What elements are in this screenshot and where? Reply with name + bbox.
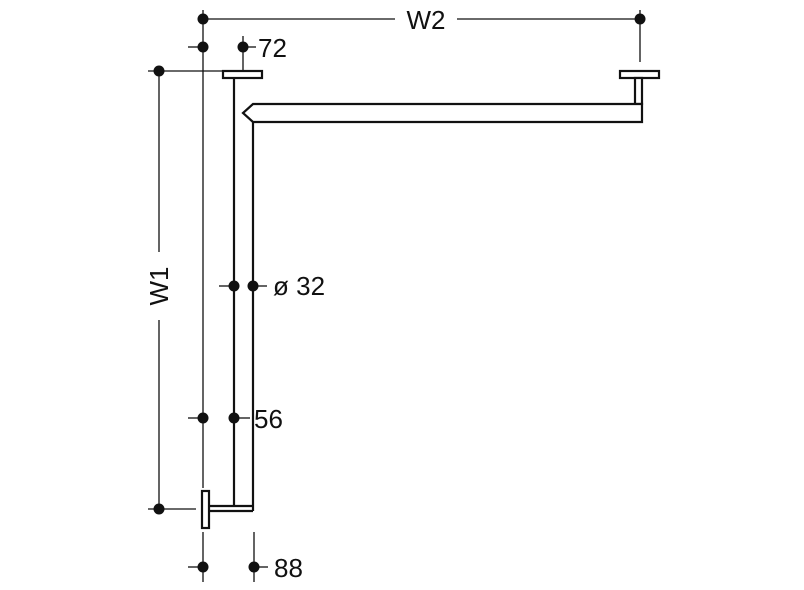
w1-dot-bottom — [153, 503, 165, 515]
label-w2: W2 — [407, 5, 446, 35]
d56-dot-right — [228, 412, 240, 424]
label-d32: ø 32 — [273, 271, 325, 301]
d56-dot-left — [197, 412, 209, 424]
d88-dot-left — [197, 561, 209, 573]
w1-dot-top — [153, 65, 165, 77]
dimension-56: 56 — [188, 404, 283, 434]
dimension-w2: W2 — [197, 5, 646, 62]
flange-top-left — [221, 69, 264, 80]
d88-dot-right — [248, 561, 260, 573]
dimension-d32: ø 32 — [219, 271, 325, 301]
d32-dot-left — [228, 280, 240, 292]
dimension-72: 72 — [188, 33, 287, 72]
w2-dot-right — [634, 13, 646, 25]
horizontal-tube — [241, 102, 644, 124]
d72-dot-right — [237, 41, 249, 53]
d72-dot-left — [197, 41, 209, 53]
dimension-88: 88 — [188, 532, 303, 583]
label-72: 72 — [258, 33, 287, 63]
standoff-right — [633, 76, 644, 106]
label-88: 88 — [274, 553, 303, 583]
dimension-w1: W1 — [144, 65, 222, 515]
flange-bottom — [200, 489, 211, 530]
label-w1: W1 — [144, 267, 174, 306]
d32-dot-right — [247, 280, 259, 292]
grab-rail — [200, 69, 661, 530]
label-56: 56 — [254, 404, 283, 434]
